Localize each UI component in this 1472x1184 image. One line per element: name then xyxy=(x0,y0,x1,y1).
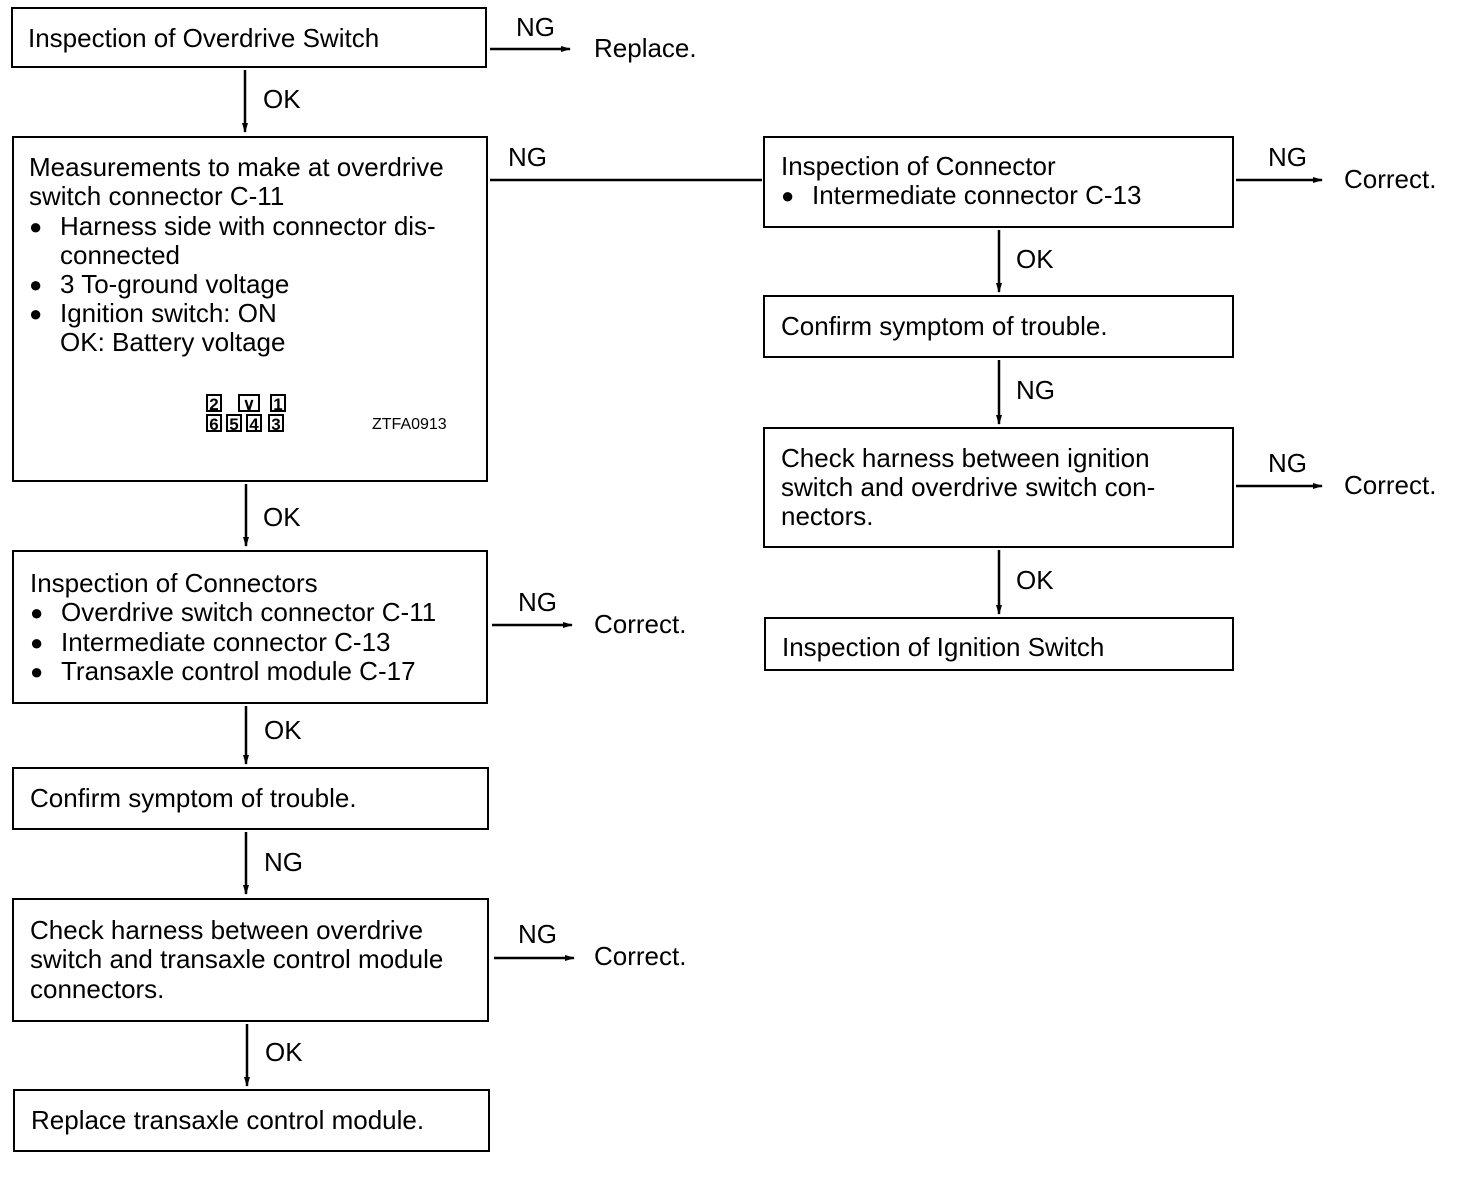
r3-line-2: switch and overdrive switch con- xyxy=(781,472,1156,502)
b3-bullet-2: Intermediate connector C-13 xyxy=(61,627,391,657)
bullet: ● xyxy=(30,659,44,684)
bullet: ● xyxy=(30,600,44,625)
label-correct-b3: Correct. xyxy=(594,609,687,639)
r4-line-1: Inspection of Ignition Switch xyxy=(782,632,1105,662)
label-ng-r3: NG xyxy=(1268,448,1307,478)
b5-line-3: connectors. xyxy=(30,974,165,1004)
box-confirm-symptom-right xyxy=(763,295,1234,358)
pin-bottom-4: 3 xyxy=(268,414,284,434)
b3-bullet-3: Transaxle control module C-17 xyxy=(61,656,416,686)
bullet: ● xyxy=(29,272,43,297)
b2-bullet-1b: connected xyxy=(60,240,180,270)
label-ok-r3-r4: OK xyxy=(1016,565,1054,595)
b5-line-1: Check harness between overdrive xyxy=(30,915,424,945)
r1-line-1: Inspection of Connector xyxy=(781,151,1056,181)
pin-top-3: 1 xyxy=(270,394,286,414)
label-ok-b1-b2: OK xyxy=(263,84,301,114)
box-check-harness-left xyxy=(12,898,489,1022)
box-confirm-symptom-left xyxy=(12,767,489,830)
pin-top-2: ∨ xyxy=(238,394,260,414)
label-replace: Replace. xyxy=(594,33,697,63)
figure-code: ZTFA0913 xyxy=(372,416,447,433)
box-check-harness-right xyxy=(763,427,1234,548)
label-ng-b1: NG xyxy=(516,12,555,42)
label-correct-r1: Correct. xyxy=(1344,164,1437,194)
b3-bullet-1: Overdrive switch connector C-11 xyxy=(61,597,437,627)
bullet: ● xyxy=(781,183,795,208)
label-ng-b2-r1: NG xyxy=(508,142,547,172)
b4-line-1: Confirm symptom of trouble. xyxy=(30,783,357,813)
label-ng-b3: NG xyxy=(518,587,557,617)
bullet: ● xyxy=(29,214,43,239)
r3-line-1: Check harness between ignition xyxy=(781,443,1150,473)
box-inspection-connector xyxy=(763,136,1234,228)
bullet: ● xyxy=(29,301,43,326)
b2-bullet-3: Ignition switch: ON xyxy=(60,298,277,328)
b1-line-1: Inspection of Overdrive Switch xyxy=(28,23,380,53)
b2-line-1: Measurements to make at overdrive xyxy=(29,152,444,182)
label-ok-b3-b4: OK xyxy=(264,715,302,745)
b3-line-1: Inspection of Connectors xyxy=(30,568,318,598)
pin-bottom-2: 5 xyxy=(226,414,242,434)
label-ng-b5: NG xyxy=(518,919,557,949)
r1-bullet-1: Intermediate connector C-13 xyxy=(812,180,1142,210)
b2-bullet-1: Harness side with connector dis- xyxy=(60,211,436,241)
pin-bottom-3: 4 xyxy=(246,414,262,434)
label-correct-r3: Correct. xyxy=(1344,470,1437,500)
label-ok-b5-b6: OK xyxy=(265,1037,303,1067)
box-inspection-overdrive-switch xyxy=(11,7,487,68)
label-correct-b5: Correct. xyxy=(594,941,687,971)
box-inspection-ignition-switch xyxy=(764,617,1234,671)
label-ok-r1-r2: OK xyxy=(1016,244,1054,274)
bullet: ● xyxy=(30,630,44,655)
pin-top-1: 2 xyxy=(206,394,222,414)
b2-bullet-4: OK: Battery voltage xyxy=(60,327,286,357)
box-replace-tcm xyxy=(13,1089,490,1152)
label-ng-b4-b5: NG xyxy=(264,847,303,877)
b5-line-2: switch and transaxle control module xyxy=(30,944,444,974)
r2-line-1: Confirm symptom of trouble. xyxy=(781,311,1108,341)
pin-bottom-1: 6 xyxy=(206,414,222,434)
box-measurements xyxy=(12,136,488,482)
b6-line-1: Replace transaxle control module. xyxy=(31,1105,425,1135)
label-ok-b2-b3: OK xyxy=(263,502,301,532)
label-ng-r2-r3: NG xyxy=(1016,375,1055,405)
b2-line-2: switch connector C-11 xyxy=(29,181,285,211)
b2-bullet-2: 3 To-ground voltage xyxy=(60,269,290,299)
r3-line-3: nectors. xyxy=(781,501,874,531)
label-ng-r1: NG xyxy=(1268,142,1307,172)
box-inspection-connectors xyxy=(12,550,488,704)
